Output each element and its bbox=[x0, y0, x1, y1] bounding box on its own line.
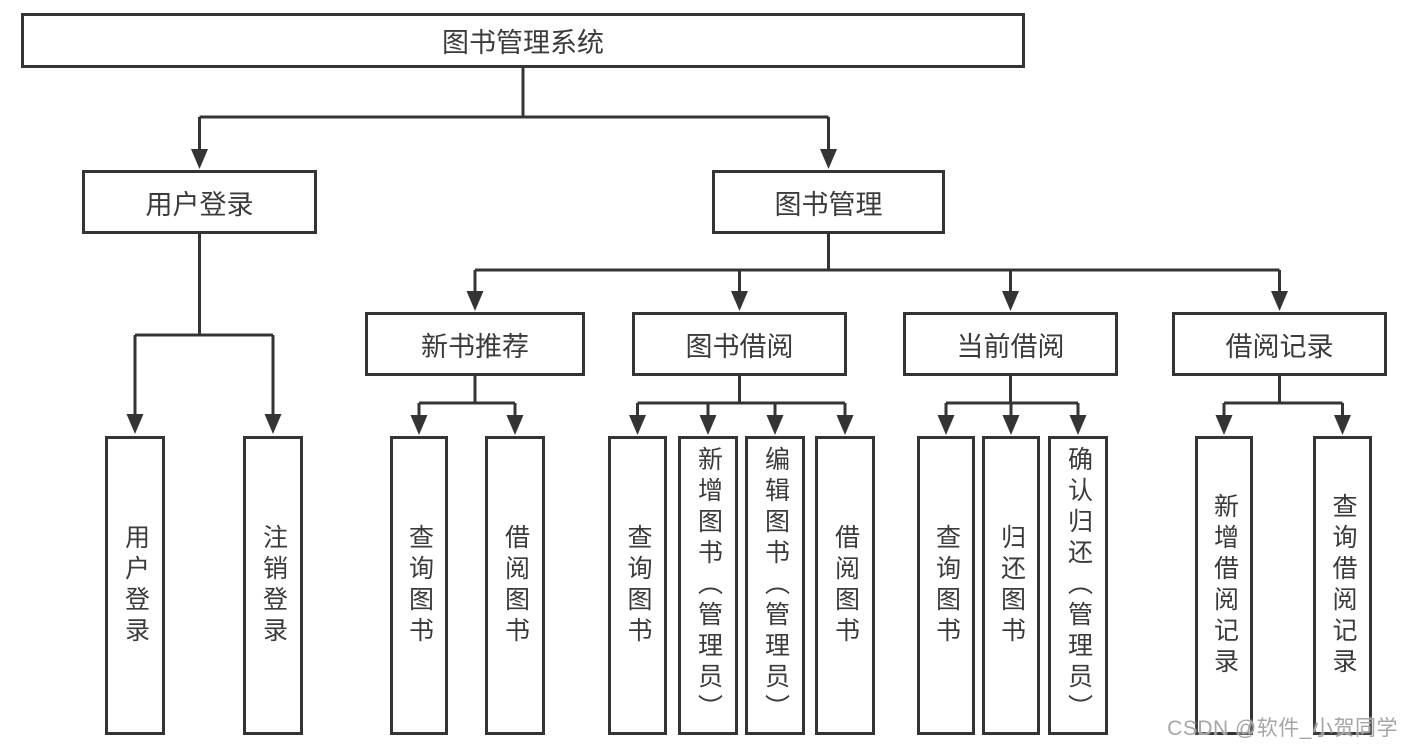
node-leaf-query-borrow-record: 查询借阅记录 bbox=[1313, 436, 1372, 735]
node-leaf-edit-books-admin: 编辑图书（管理员） bbox=[745, 436, 805, 735]
node-root: 图书管理系统 bbox=[21, 13, 1025, 68]
arrowheads bbox=[126, 149, 1351, 435]
node-new-book-recommend: 新书推荐 bbox=[365, 312, 585, 376]
node-leaf-borrow-books-2: 借阅图书 bbox=[815, 436, 875, 735]
node-book-borrow: 图书借阅 bbox=[632, 312, 847, 376]
node-leaf-logout: 注销登录 bbox=[243, 436, 303, 735]
node-leaf-add-books-admin: 新增图书（管理员） bbox=[678, 436, 738, 735]
node-leaf-return-books: 归还图书 bbox=[982, 436, 1040, 735]
node-leaf-add-borrow-record: 新增借阅记录 bbox=[1195, 436, 1253, 735]
node-leaf-query-books-1: 查询图书 bbox=[390, 436, 448, 735]
csdn-watermark: CSDN @软件_小贺同学 bbox=[1167, 717, 1398, 740]
node-current-borrow: 当前借阅 bbox=[903, 312, 1118, 376]
node-user-login: 用户登录 bbox=[82, 170, 317, 234]
node-leaf-confirm-return-admin: 确认归还（管理员） bbox=[1048, 436, 1108, 735]
node-leaf-query-books-3: 查询图书 bbox=[917, 436, 975, 735]
node-leaf-borrow-books-1: 借阅图书 bbox=[485, 436, 545, 735]
node-leaf-user-login: 用户登录 bbox=[105, 436, 165, 735]
node-leaf-query-books-2: 查询图书 bbox=[608, 436, 667, 735]
node-book-management: 图书管理 bbox=[712, 170, 945, 234]
node-borrow-records: 借阅记录 bbox=[1172, 312, 1387, 376]
